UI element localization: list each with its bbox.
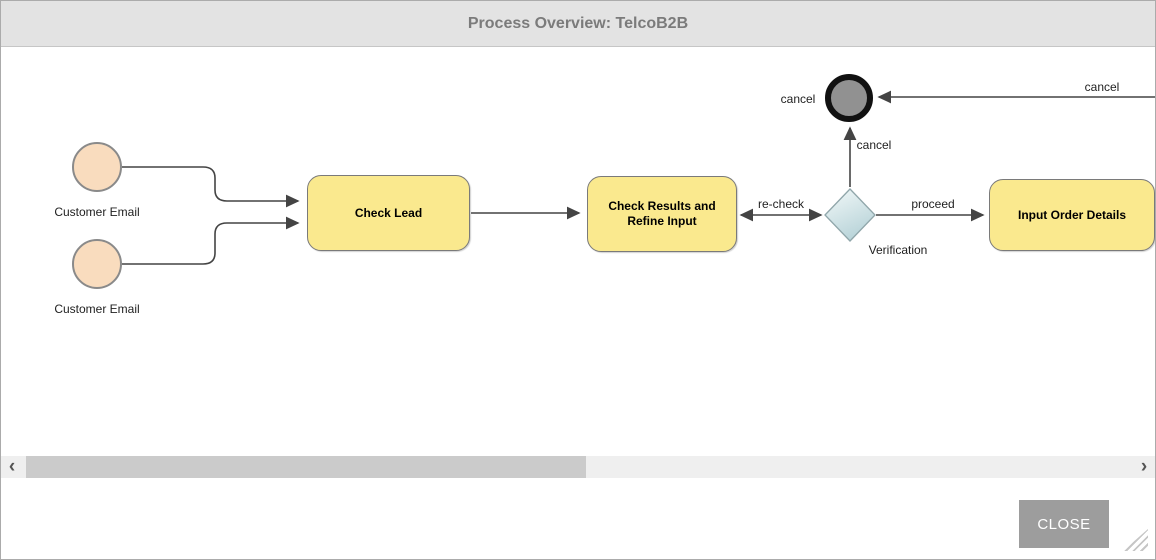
start-event-label-2: Customer Email — [54, 302, 140, 316]
dialog-titlebar[interactable]: Process Overview: TelcoB2B — [1, 1, 1155, 47]
start-event-label-1: Customer Email — [54, 205, 140, 219]
task-input-order-details[interactable]: Input Order Details — [989, 179, 1155, 251]
diagram-canvas: Customer Email Customer Email Check Lead… — [1, 47, 1155, 456]
resize-grip-icon[interactable] — [1123, 529, 1148, 551]
start-event-customer-email-1[interactable] — [72, 142, 122, 192]
gateway-verification-label: Verification — [868, 243, 928, 257]
close-button[interactable]: CLOSE — [1019, 500, 1109, 548]
gateway-verification[interactable] — [824, 188, 876, 242]
horizontal-scrollbar[interactable]: ‹ › — [1, 456, 1155, 478]
dialog-footer: CLOSE — [1, 478, 1155, 559]
end-event-cancel[interactable] — [825, 74, 873, 122]
task-check-lead[interactable]: Check Lead — [307, 175, 470, 251]
edge-label-cancel-right: cancel — [1084, 80, 1120, 94]
flow-start1-to-check-lead — [122, 166, 300, 208]
flow-start2-to-check-lead — [122, 216, 300, 265]
dialog-title: Process Overview: TelcoB2B — [467, 14, 689, 32]
scroll-left-icon[interactable]: ‹ — [8, 456, 16, 477]
task-check-results[interactable]: Check Results and Refine Input — [587, 176, 737, 252]
start-event-customer-email-2[interactable] — [72, 239, 122, 289]
edge-label-recheck: re-check — [757, 197, 805, 211]
scroll-right-icon[interactable]: › — [1140, 456, 1148, 477]
edge-label-proceed: proceed — [911, 197, 955, 211]
scrollbar-thumb[interactable] — [26, 456, 586, 478]
end-event-cancel-label: cancel — [780, 92, 816, 106]
connectors-layer — [122, 90, 1155, 265]
edge-label-cancel-up: cancel — [856, 138, 892, 152]
